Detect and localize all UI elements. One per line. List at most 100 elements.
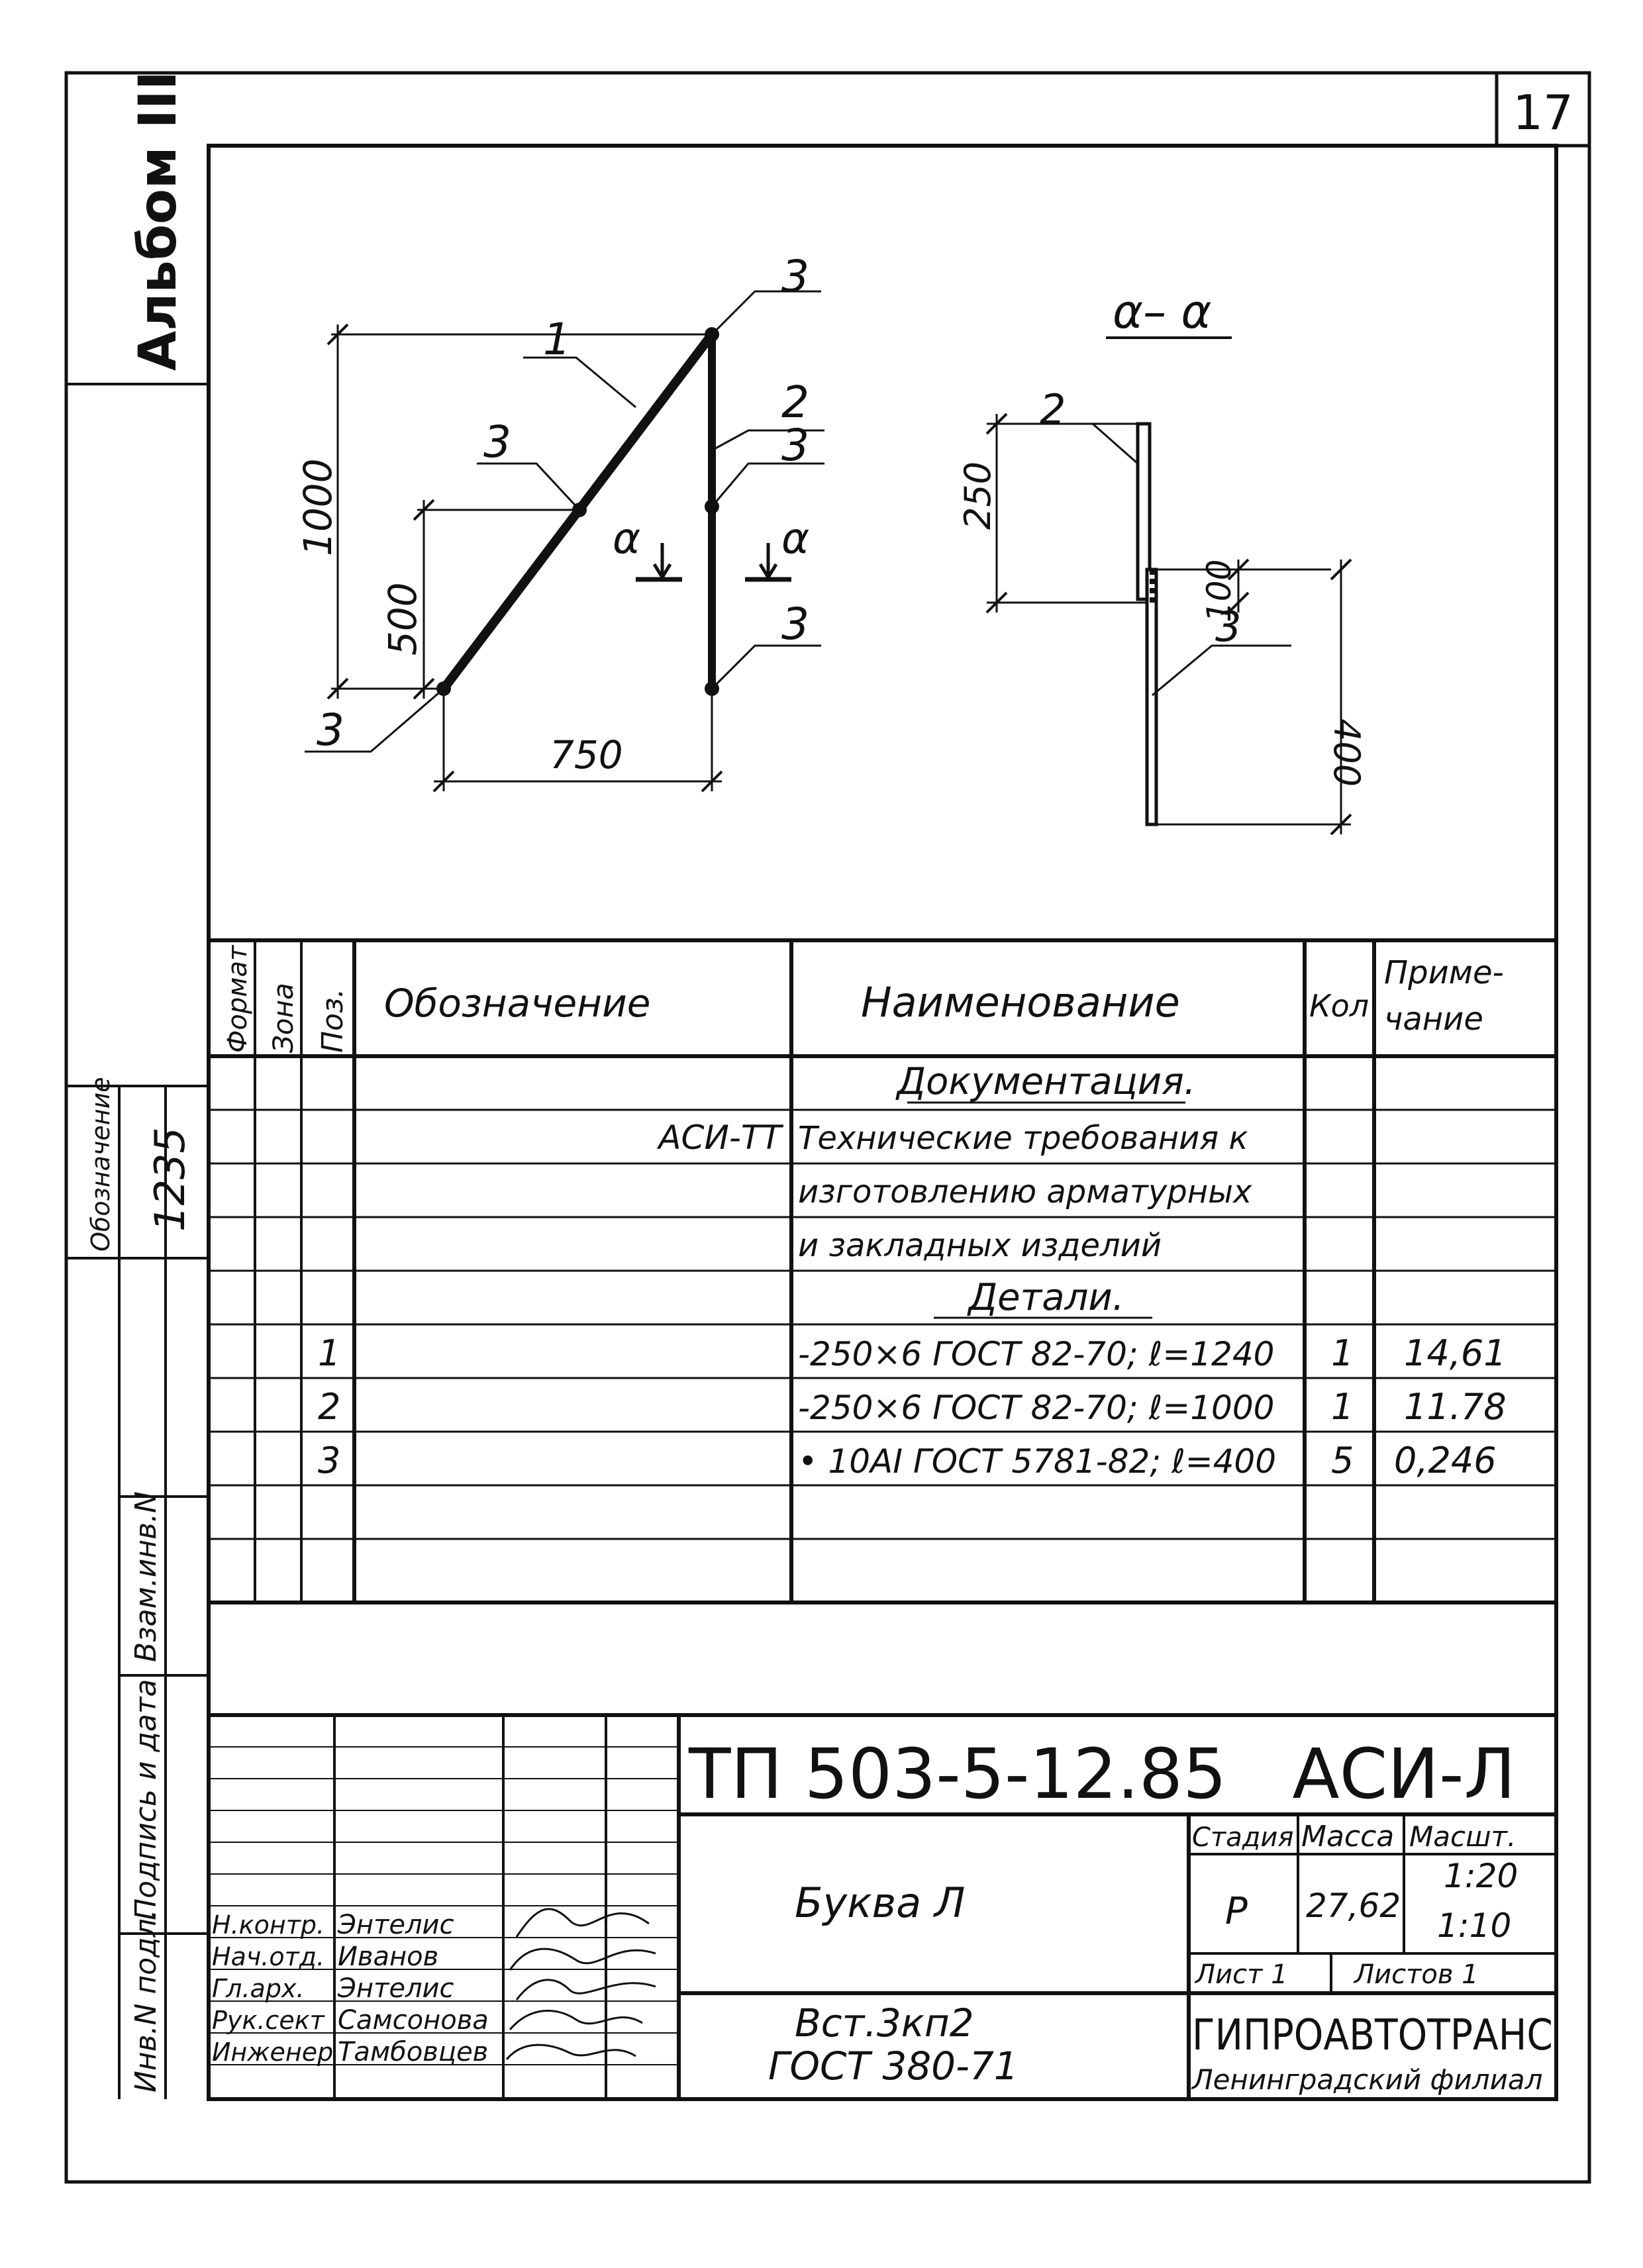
side-vzam-label: Взам.инв.N (129, 1491, 163, 1662)
svg-text:изготовлению арматурных: изготовлению арматурных (798, 1173, 1252, 1210)
svg-text:-250×6 ГОСТ 82-70; ℓ=1240: -250×6 ГОСТ 82-70; ℓ=1240 (798, 1335, 1274, 1373)
svg-text:Самсонова: Самсонова (338, 2005, 489, 2036)
signer-row: Гл.арх. Энтелис (212, 1973, 656, 2004)
main-view: 1000 500 750 3 1 3 2 3 3 3 (295, 251, 824, 793)
svg-text:1: 1 (318, 1332, 340, 1374)
pos-rod-vert-bottom: 3 (781, 599, 809, 650)
side-obozn-value: 1235 (146, 1127, 194, 1232)
header-note-2: чание (1384, 1001, 1483, 1038)
scale-value-1: 1:20 (1444, 1857, 1518, 1895)
scale-label: Масшт. (1409, 1820, 1516, 1853)
dim-400: 400 (1326, 718, 1368, 787)
signature (505, 2044, 636, 2060)
svg-text:Рук.сект: Рук.сект (212, 2006, 326, 2035)
side-obozn-label: Обозначение (86, 1077, 115, 1252)
header-note-1: Приме- (1384, 954, 1504, 991)
svg-text:Энтелис: Энтелис (337, 1910, 454, 1940)
svg-text:2: 2 (318, 1386, 340, 1428)
side-podpis-label: Подпись и дата (129, 1679, 163, 1920)
section-plate-1 (1145, 567, 1158, 826)
table-row: 3 • 10AI ГОСТ 5781-82; ℓ=400 5 0,246 (318, 1440, 1497, 1481)
table-row: 1 -250×6 ГОСТ 82-70; ℓ=1240 1 14,61 (318, 1332, 1507, 1374)
svg-text:• 10AI ГОСТ 5781-82; ℓ=400: • 10AI ГОСТ 5781-82; ℓ=400 (798, 1442, 1276, 1481)
signer-row: Нач.отд. Иванов (212, 1942, 656, 1972)
dim-1000: 1000 (295, 458, 340, 556)
svg-text:α: α (613, 515, 640, 564)
header-pos: Поз. (316, 989, 350, 1053)
dim-100: 100 (1200, 560, 1238, 622)
pos-plate-diag: 1 (543, 314, 571, 365)
item-name: Буква Л (795, 1879, 966, 1927)
header-zone: Зона (267, 983, 299, 1053)
sheet-number-box: 17 (1495, 71, 1591, 148)
svg-text:0,246: 0,246 (1394, 1440, 1497, 1481)
svg-text:-250×6 ГОСТ 82-70; ℓ=1000: -250×6 ГОСТ 82-70; ℓ=1000 (798, 1389, 1274, 1427)
svg-text:Нач.отд.: Нач.отд. (212, 1942, 324, 1971)
section-view: α– α 250 100 400 2 3 (957, 285, 1368, 836)
signature (509, 1948, 656, 1971)
header-designation: Обозначение (384, 981, 650, 1026)
svg-text:Детали.: Детали. (966, 1276, 1124, 1319)
material-line-1: Вст.3кп2 (795, 2000, 974, 2046)
table-row: и закладных изделий (798, 1227, 1162, 1264)
side-inv-label: Инв.N подл. (129, 1909, 163, 2093)
sheet-label: Лист 1 (1194, 1959, 1288, 1990)
svg-text:Энтелис: Энтелис (337, 1973, 454, 2004)
doc-code: ТП 503-5-12.85 АСИ-Л (688, 1734, 1516, 1814)
svg-text:11.78: 11.78 (1404, 1386, 1507, 1428)
svg-text:и закладных изделий: и закладных изделий (798, 1227, 1162, 1264)
dim-250: 250 (957, 462, 999, 530)
table-row: Документация. (895, 1060, 1196, 1104)
svg-text:5: 5 (1331, 1440, 1354, 1481)
svg-text:Иванов: Иванов (338, 1942, 438, 1972)
pos-rod-diag-bottom: 3 (317, 705, 344, 756)
section-mark-left: α (613, 515, 682, 582)
signer-row: Инженер Тамбовцев (212, 2037, 636, 2067)
svg-text:Документация.: Документация. (895, 1060, 1195, 1103)
org-name: ГИПРОАВТОТРАНС (1192, 2011, 1553, 2060)
section-pos-plate: 2 (1040, 385, 1066, 434)
stage-value: Р (1225, 1890, 1248, 1933)
sheet-number: 17 (1513, 85, 1573, 140)
section-pos-rod: 3 (1215, 603, 1241, 651)
album-label: Альбом III (128, 71, 188, 371)
dim-500: 500 (380, 582, 425, 656)
header-name: Наименование (861, 978, 1180, 1026)
stage-label: Стадия (1192, 1822, 1293, 1853)
pos-plate-vert: 2 (781, 377, 809, 428)
sheets-label: Листов 1 (1353, 1959, 1479, 1990)
scale-value-2: 1:10 (1437, 1906, 1511, 1945)
svg-text:14,61: 14,61 (1404, 1332, 1507, 1374)
section-title: α– α (1113, 285, 1212, 339)
spec-table: Формат Зона Поз. Обозначение Наименовани… (209, 938, 1556, 1604)
header-format: Формат (223, 944, 253, 1053)
mass-value: 27,62 (1306, 1887, 1401, 1925)
title-block: ТП 503-5-12.85 АСИ-Л Буква Л Вст.3кп2 ГО… (209, 1713, 1556, 2099)
svg-text:1: 1 (1331, 1386, 1354, 1428)
dim-750: 750 (550, 732, 623, 777)
table-row: Детали. (934, 1276, 1152, 1319)
svg-text:Н.контр.: Н.контр. (212, 1910, 324, 1940)
svg-text:1: 1 (1331, 1332, 1354, 1374)
table-row: изготовлению арматурных (798, 1173, 1252, 1210)
header-qty: Кол (1309, 988, 1369, 1024)
signer-row: Н.контр. Энтелис (212, 1908, 650, 1940)
pos-rod-vert-mid: 3 (781, 420, 809, 471)
svg-text:Инженер: Инженер (212, 2038, 333, 2067)
svg-text:Технические требования к: Технические требования к (798, 1120, 1248, 1157)
svg-text:Гл.арх.: Гл.арх. (212, 1974, 305, 2003)
pos-rod-diag-mid: 3 (483, 417, 511, 468)
section-mark-right: α (745, 515, 809, 582)
signature (515, 1908, 650, 1938)
mass-label: Масса (1301, 1820, 1394, 1853)
signature (515, 1979, 656, 2000)
svg-text:3: 3 (318, 1440, 340, 1481)
table-row: АСИ-ТТ Технические требования к (656, 1118, 1248, 1157)
svg-text:АСИ-ТТ: АСИ-ТТ (656, 1118, 783, 1157)
svg-text:Тамбовцев: Тамбовцев (338, 2037, 488, 2067)
album-label-box: Альбом III (66, 71, 209, 385)
side-stamp: Обозначение 1235 Взам.инв.N Подпись и да… (66, 1077, 209, 2099)
signer-row: Рук.сект Самсонова (212, 2005, 643, 2036)
material-line-2: ГОСТ 380-71 (768, 2044, 1019, 2089)
